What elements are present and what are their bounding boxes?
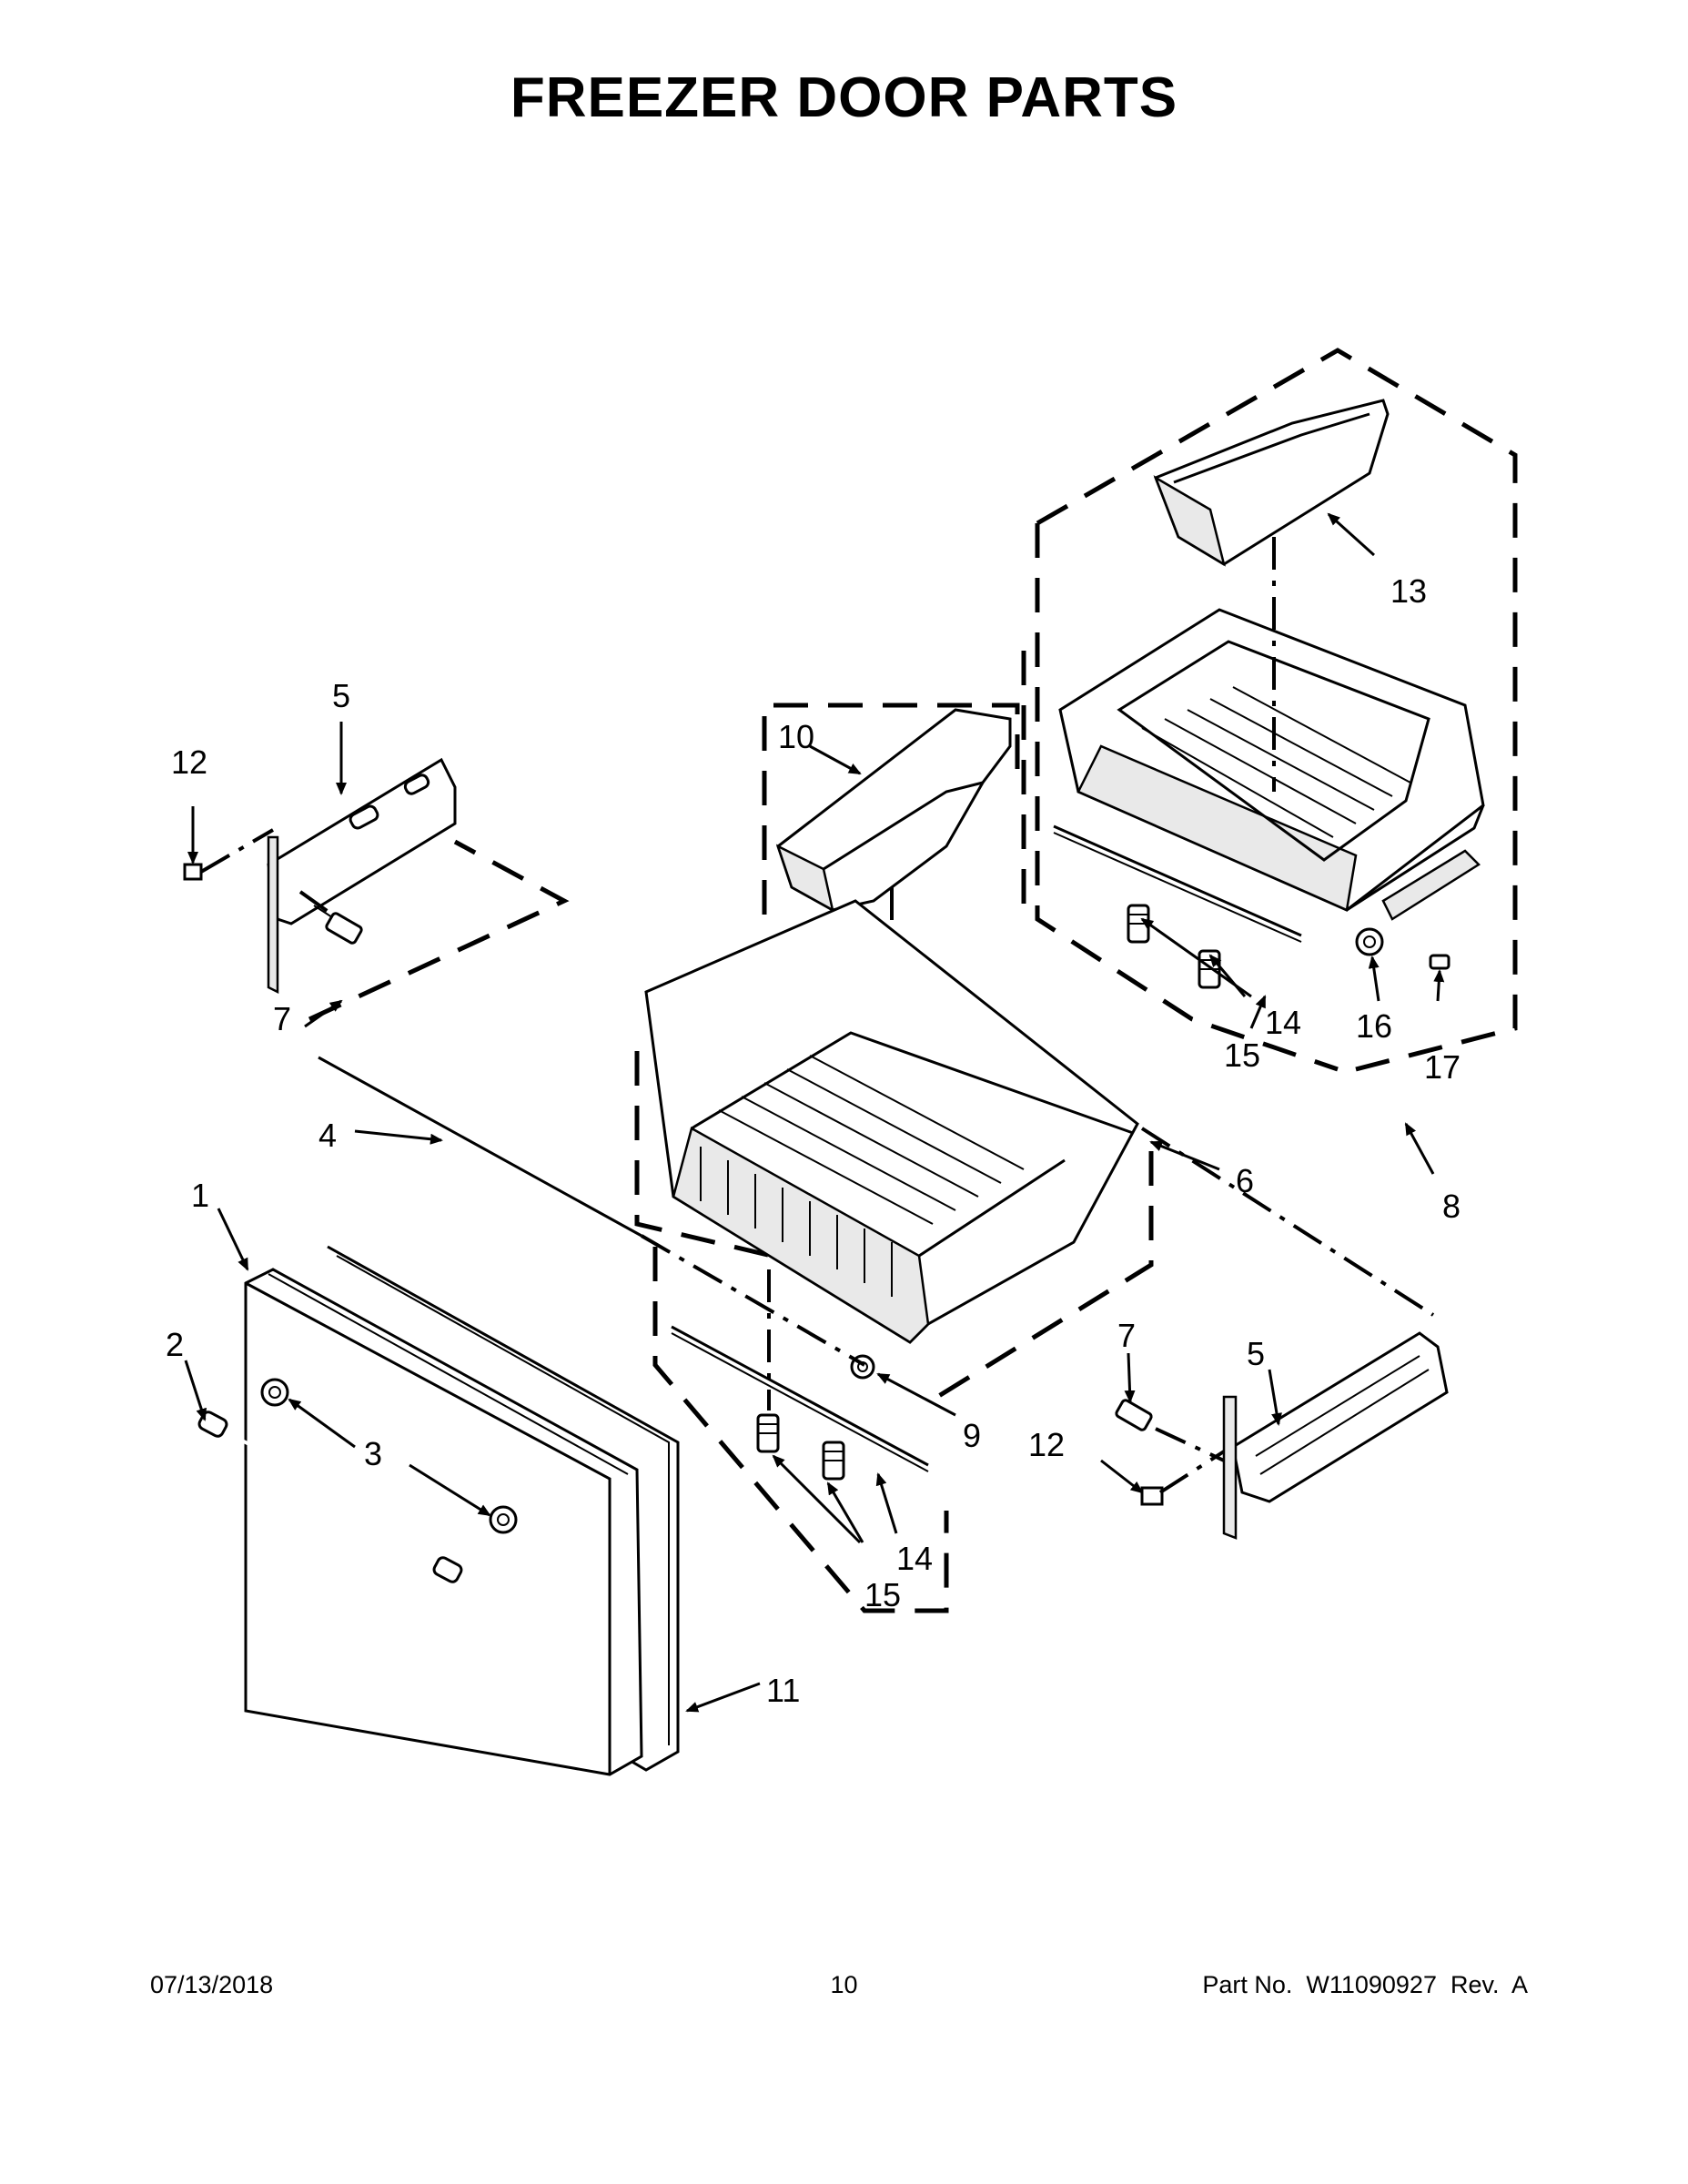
- callout-13: 13: [1390, 572, 1427, 610]
- callout-14-upper: 14: [1265, 1004, 1301, 1041]
- leader-arrows: [184, 512, 1445, 1713]
- callout-10: 10: [778, 718, 814, 755]
- part-15-screws-upper: [1127, 904, 1221, 989]
- callout-4: 4: [318, 1117, 337, 1154]
- part-14-strip-upper: [1053, 824, 1302, 937]
- part-3-standoffs: [260, 1378, 518, 1534]
- upper-basket: [1058, 608, 1485, 921]
- footer-date: 07/13/2018: [150, 1971, 274, 1998]
- part-10-bin: [775, 708, 1012, 913]
- callout-5-left: 5: [332, 677, 350, 714]
- part-7-bolt-right: [1115, 1399, 1153, 1431]
- callout-3: 3: [364, 1435, 382, 1472]
- footer-page-number: 10: [830, 1971, 858, 1998]
- callout-labels: 13 5 12 10 7 14 16 15 17 4 6 1 8 2 7 5 9…: [166, 572, 1461, 1709]
- part-15-screws-lower: [756, 1413, 845, 1481]
- part-7-bolt-left: [313, 905, 363, 945]
- footer-part-number: Part No. W11090927 Rev. A: [1202, 1971, 1528, 1998]
- callout-7-right: 7: [1117, 1317, 1136, 1354]
- callout-2: 2: [166, 1326, 184, 1363]
- callout-11: 11: [766, 1672, 800, 1709]
- callout-16: 16: [1356, 1007, 1392, 1045]
- part-14-strip-lower: [671, 1325, 929, 1467]
- part-4-rod: [318, 1056, 642, 1238]
- callout-6: 6: [1236, 1162, 1254, 1199]
- part-1-door: [244, 1268, 643, 1776]
- lower-basket-outline: [634, 703, 1154, 1613]
- callout-12-right: 12: [1028, 1426, 1065, 1463]
- callout-12-left: 12: [171, 743, 207, 781]
- callout-5-right: 5: [1247, 1335, 1265, 1372]
- part-12-clip-right: [1140, 1486, 1164, 1506]
- callout-17: 17: [1424, 1048, 1461, 1086]
- callout-15-upper: 15: [1224, 1036, 1260, 1074]
- callout-1: 1: [191, 1177, 209, 1214]
- page-title: FREEZER DOOR PARTS: [510, 66, 1178, 129]
- callout-15-lower: 15: [864, 1576, 901, 1613]
- part-13-bin: [1153, 399, 1390, 567]
- callout-9: 9: [963, 1417, 981, 1454]
- part-2-handle: [197, 1410, 463, 1583]
- part-17-pin: [1429, 954, 1450, 970]
- part-5-right-rail: [1222, 1331, 1449, 1540]
- part-16-bushing: [1355, 927, 1384, 956]
- part-5-left-rail: [267, 757, 457, 995]
- callout-8: 8: [1442, 1188, 1461, 1225]
- callout-7-left: 7: [273, 1000, 291, 1037]
- callout-14-lower: 14: [896, 1540, 933, 1577]
- basket-assembly-outline: [1021, 348, 1518, 1072]
- part-12-clip-left: [183, 863, 203, 881]
- part-6-basket: [644, 899, 1139, 1344]
